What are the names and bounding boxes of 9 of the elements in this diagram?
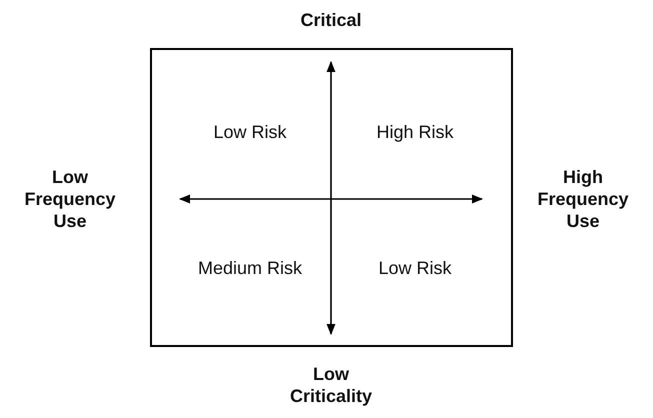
quadrant-label: Medium Risk — [196, 257, 304, 279]
axis-label: Critical — [299, 9, 363, 31]
axis-label: High Frequency Use — [536, 166, 630, 232]
quadrant-label: High Risk — [375, 121, 455, 143]
matrix-frame — [150, 48, 513, 347]
quadrant-label: Low Risk — [212, 121, 288, 143]
axis-label: Low Frequency Use — [23, 166, 117, 232]
axis-label: Low Criticality — [288, 363, 374, 407]
quadrant-label: Low Risk — [377, 257, 453, 279]
